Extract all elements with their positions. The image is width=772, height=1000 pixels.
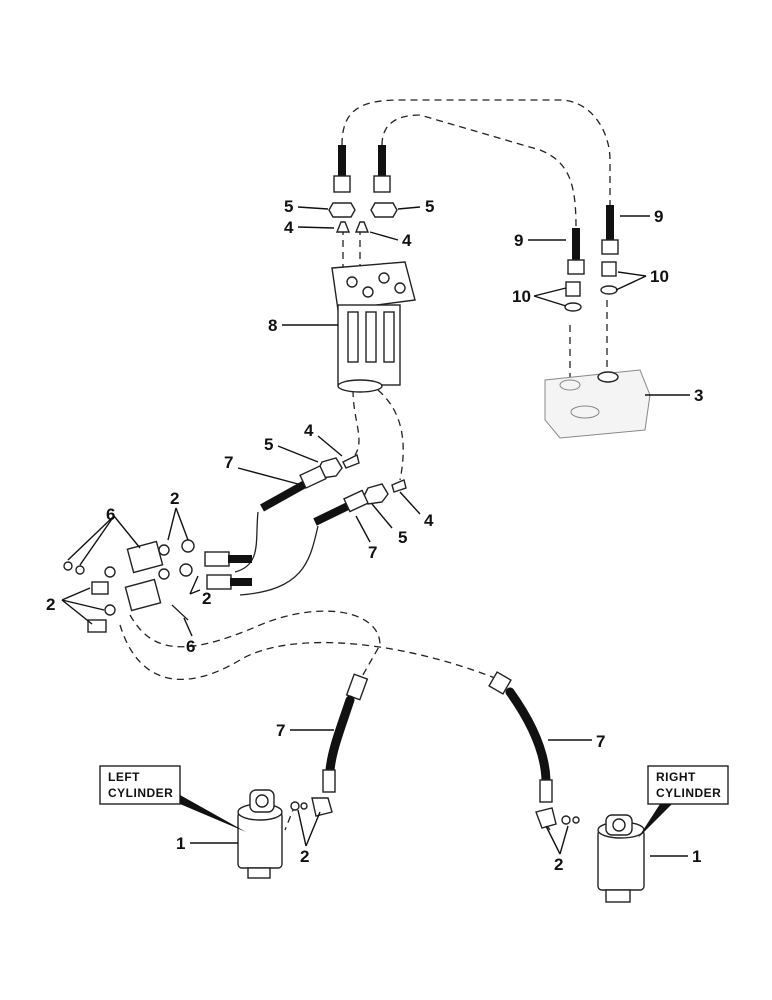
right-label-line2: CYLINDER (656, 786, 721, 800)
left-label-line2: CYLINDER (108, 786, 173, 800)
callout-8: 8 (268, 316, 277, 335)
nut-5-top-right (370, 202, 398, 218)
callout-1-left: 1 (176, 834, 185, 853)
callout-4-lower: 4 (424, 511, 434, 530)
callout-5-lower: 5 (398, 528, 407, 547)
hose-7-lower (313, 489, 369, 526)
hose-routing-lines (119, 99, 611, 831)
tube-fitting-9-right (601, 205, 619, 255)
callout-1-right: 1 (692, 847, 701, 866)
callout-2-left: 2 (46, 595, 55, 614)
nut-5-top-left (328, 202, 356, 218)
left-cylinder-label: LEFT CYLINDER (99, 765, 246, 832)
control-valve-3 (544, 369, 651, 439)
connector-10-left (564, 281, 582, 312)
callout-numbers: 5 5 4 4 9 9 10 10 8 3 4 5 7 5 4 7 2 6 2 … (46, 197, 703, 874)
left-cylinder-1 (237, 789, 283, 879)
tube-fitting-right-top (373, 145, 391, 193)
callout-4-top-right: 4 (402, 231, 412, 250)
hose-7-left-cylinder (322, 673, 369, 793)
callout-6-top: 6 (106, 505, 115, 524)
callout-2-top: 2 (170, 489, 179, 508)
hose-7-upper (260, 465, 327, 512)
right-cylinder-1 (597, 814, 645, 903)
right-cylinder-label: RIGHT CYLINDER (638, 765, 729, 838)
elbow-right-cylinder (535, 807, 580, 829)
leader-lines (61, 206, 690, 857)
callout-10-left: 10 (512, 287, 531, 306)
callout-2-right-cylinder: 2 (554, 855, 563, 874)
callout-6-bottom: 6 (186, 637, 195, 656)
sleeve-4-top-right (354, 221, 370, 233)
callout-5-top-left: 5 (284, 197, 293, 216)
connector-10-right (600, 261, 618, 295)
manifold-block (63, 539, 252, 633)
left-label-line1: LEFT (108, 770, 140, 784)
right-label-line1: RIGHT (656, 770, 696, 784)
callout-5-top-right: 5 (425, 197, 434, 216)
callout-4-top-left: 4 (284, 218, 294, 237)
sleeve-4-lower (391, 479, 407, 493)
sleeve-4-mid (342, 453, 360, 469)
callout-5-mid: 5 (264, 435, 273, 454)
callout-2-mid: 2 (202, 589, 211, 608)
sleeve-4-top-left (335, 221, 351, 233)
hose-7-right-cylinder (488, 671, 553, 803)
flow-valve-8 (331, 261, 416, 393)
callout-2-left-cylinder: 2 (300, 847, 309, 866)
callout-7-left-hose: 7 (276, 721, 285, 740)
callout-7-lower: 7 (368, 543, 377, 562)
callout-4-mid: 4 (304, 421, 314, 440)
callout-9-left: 9 (514, 231, 523, 250)
callout-7-right-hose: 7 (596, 732, 605, 751)
callout-3: 3 (694, 386, 703, 405)
callout-10-right: 10 (650, 267, 669, 286)
tube-fitting-left-top (333, 145, 351, 193)
elbow-left-cylinder (290, 797, 333, 817)
tube-fitting-9-left (567, 228, 585, 275)
callout-9-right: 9 (654, 207, 663, 226)
callout-7-upper: 7 (224, 453, 233, 472)
